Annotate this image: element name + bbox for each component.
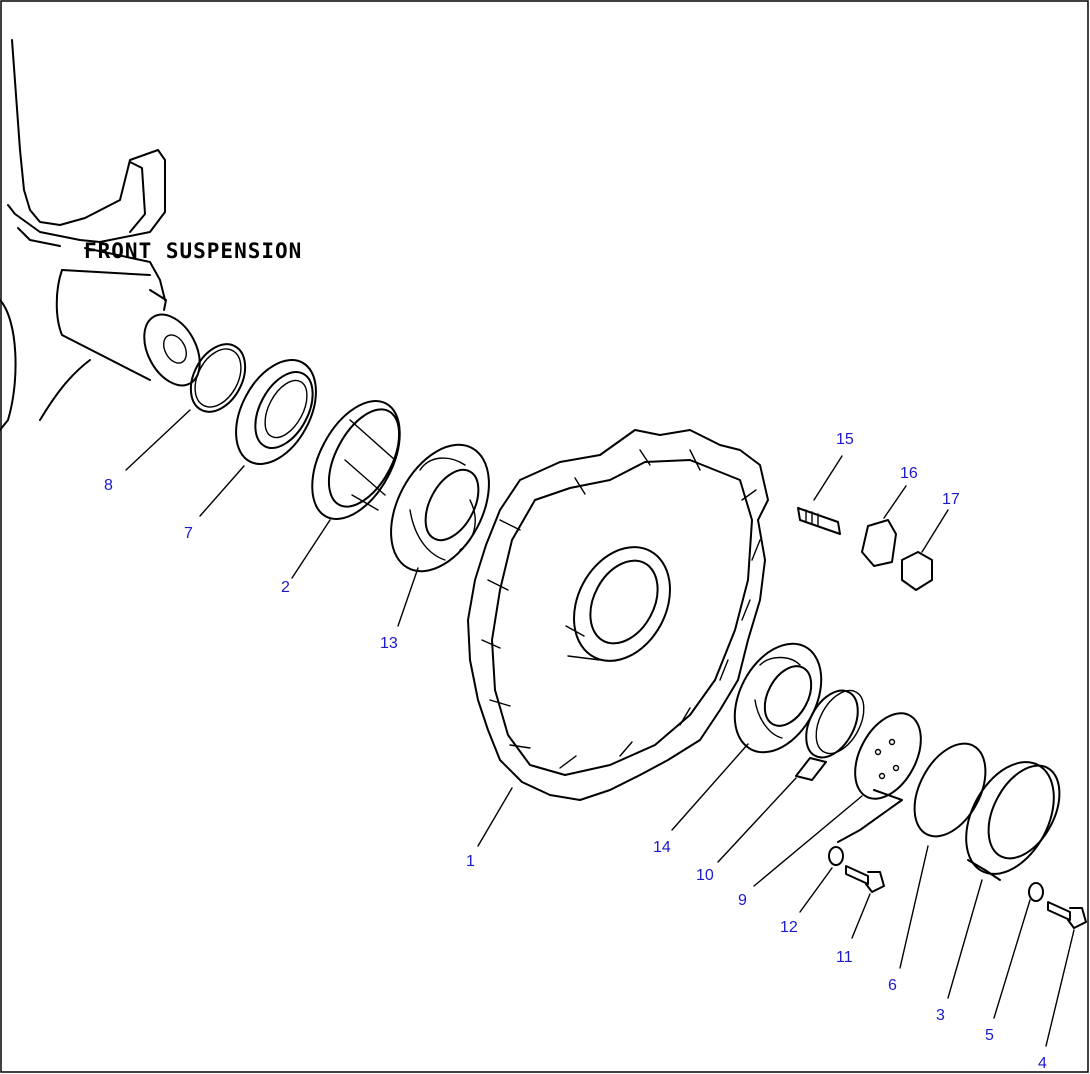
bolt-part-11	[845, 865, 885, 893]
diagram-caption: FRONT SUSPENSION	[84, 239, 302, 263]
callout-1: 1	[466, 853, 475, 870]
callout-6: 6	[888, 977, 897, 994]
callout-11: 11	[836, 949, 853, 966]
suspension-frame-drawing	[0, 39, 166, 431]
callout-7: 7	[184, 525, 193, 542]
leader-lines	[125, 409, 1075, 1047]
roller-bearing-part-13	[390, 443, 490, 573]
cap-part-3	[965, 761, 1061, 881]
stud-part-15	[797, 507, 841, 535]
callout-10: 10	[696, 867, 714, 884]
washer-part-12	[828, 846, 844, 866]
callout-12: 12	[780, 919, 798, 936]
bearing-cup-part-2	[311, 400, 401, 520]
callout-14: 14	[653, 839, 671, 856]
callout-8: 8	[104, 477, 113, 494]
callout-3: 3	[936, 1007, 945, 1024]
o-ring-part-6	[913, 742, 987, 838]
seal-part-7	[235, 359, 317, 465]
callout-4: 4	[1038, 1055, 1047, 1072]
callout-13: 13	[380, 635, 398, 652]
clip-part-16	[861, 519, 897, 567]
callout-15: 15	[836, 431, 854, 448]
callout-5: 5	[985, 1027, 994, 1044]
spindle-drawing	[55, 247, 201, 387]
o-ring-part-8	[189, 343, 247, 413]
callout-labels: 1 2 3 4 5 6 7 8 9 10 11 12 13 14 15 16 1…	[104, 431, 1047, 1072]
bearing-part-14	[733, 642, 823, 754]
shims-part-10	[795, 689, 865, 781]
retainer-plate-part-9	[837, 712, 922, 843]
washer-part-5	[1028, 882, 1044, 902]
nut-part-17	[901, 551, 933, 591]
callout-9: 9	[738, 892, 747, 909]
callout-17: 17	[942, 491, 960, 508]
callout-2: 2	[281, 579, 290, 596]
callout-16: 16	[900, 465, 918, 482]
bolt-part-4	[1047, 901, 1087, 929]
hub-part-1	[467, 429, 769, 801]
